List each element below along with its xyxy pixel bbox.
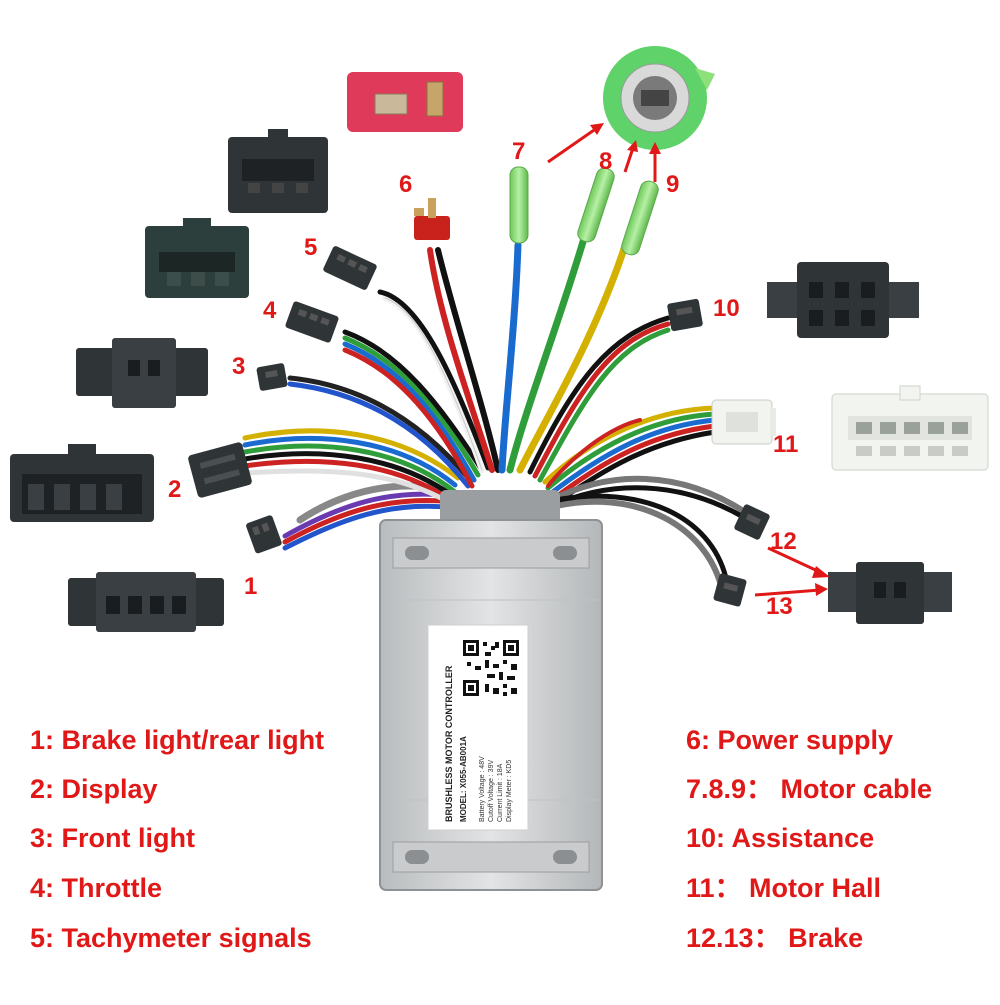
connector-13-plug — [713, 573, 747, 607]
legend-item: 5: Tachymeter signals — [30, 923, 312, 953]
callout-4: 4 — [263, 297, 277, 324]
legend-item: 11： Motor Hall — [686, 873, 882, 903]
annotation-arrows — [547, 123, 830, 597]
legend-item: 3: Front light — [30, 823, 195, 853]
controller-sticker-text: BRUSHLESS MOTOR CONTROLLER MODEL: X055-A… — [444, 665, 513, 822]
connector-12-plug — [734, 504, 770, 540]
connector-5-plug — [323, 246, 377, 290]
callout-1: 1 — [244, 573, 258, 600]
connector-6-plug — [414, 198, 450, 240]
mating-connectors-left — [10, 72, 463, 632]
harness-connectors — [188, 166, 776, 607]
callout-7: 7 — [512, 138, 526, 165]
callout-8: 8 — [599, 148, 613, 175]
controller-spec: Battery Voltage : 48V — [479, 756, 486, 822]
legend-item: 2: Display — [30, 774, 158, 804]
mating-connector-motor — [603, 46, 715, 150]
mating-connector-1 — [68, 572, 224, 632]
legend-item: 6: Power supply — [686, 725, 894, 755]
motor-phase-sleeve-7 — [509, 166, 529, 244]
callout-13: 13 — [766, 593, 793, 620]
controller-spec: Cutoff Voltage : 39V — [488, 760, 495, 822]
mating-connector-power — [347, 72, 463, 132]
mating-connector-brake — [828, 562, 952, 624]
controller-housing: BRUSHLESS MOTOR CONTROLLER MODEL: X055-A… — [379, 490, 603, 891]
mating-connectors-right — [603, 46, 989, 624]
callout-2: 2 — [168, 476, 182, 503]
controller-title: BRUSHLESS MOTOR CONTROLLER — [444, 665, 454, 822]
mating-connector-10 — [767, 262, 919, 338]
callout-3: 3 — [232, 353, 246, 380]
mating-connector-5 — [228, 129, 328, 213]
connector-3-plug — [256, 363, 288, 391]
legend-item: 7.8.9： Motor cable — [686, 774, 933, 804]
legend-item: 12.13： Brake — [686, 923, 864, 953]
controller-spec: Display Meter : KD5 — [506, 760, 513, 822]
callout-10: 10 — [713, 295, 740, 322]
motor-phase-sleeve-8 — [577, 167, 615, 243]
callout-5: 5 — [304, 234, 318, 261]
wire-harness — [242, 226, 748, 585]
mating-connector-4 — [145, 218, 249, 298]
connector-10-plug — [667, 298, 703, 332]
connector-11-plug — [711, 399, 776, 445]
mating-connector-2 — [10, 444, 154, 522]
connector-4-plug — [285, 301, 339, 343]
mating-connector-11 — [831, 385, 989, 471]
legend-item: 1: Brake light/rear light — [30, 725, 325, 755]
connector-1-plug — [246, 515, 282, 554]
connector-2-plug — [188, 442, 252, 498]
legend-item: 10: Assistance — [686, 823, 875, 853]
callout-9: 9 — [666, 171, 680, 198]
callout-6: 6 — [399, 171, 413, 198]
motor-phase-sleeve-9 — [621, 180, 659, 256]
controller-model: MODEL: X055-AB001A — [459, 736, 468, 822]
callout-11: 11 — [773, 431, 799, 458]
legend-item: 4: Throttle — [30, 873, 162, 903]
mating-connector-3 — [76, 338, 208, 408]
qr-code — [463, 640, 519, 696]
controller-spec: Current Limit : 18A — [497, 763, 504, 822]
callout-12: 12 — [770, 528, 797, 555]
